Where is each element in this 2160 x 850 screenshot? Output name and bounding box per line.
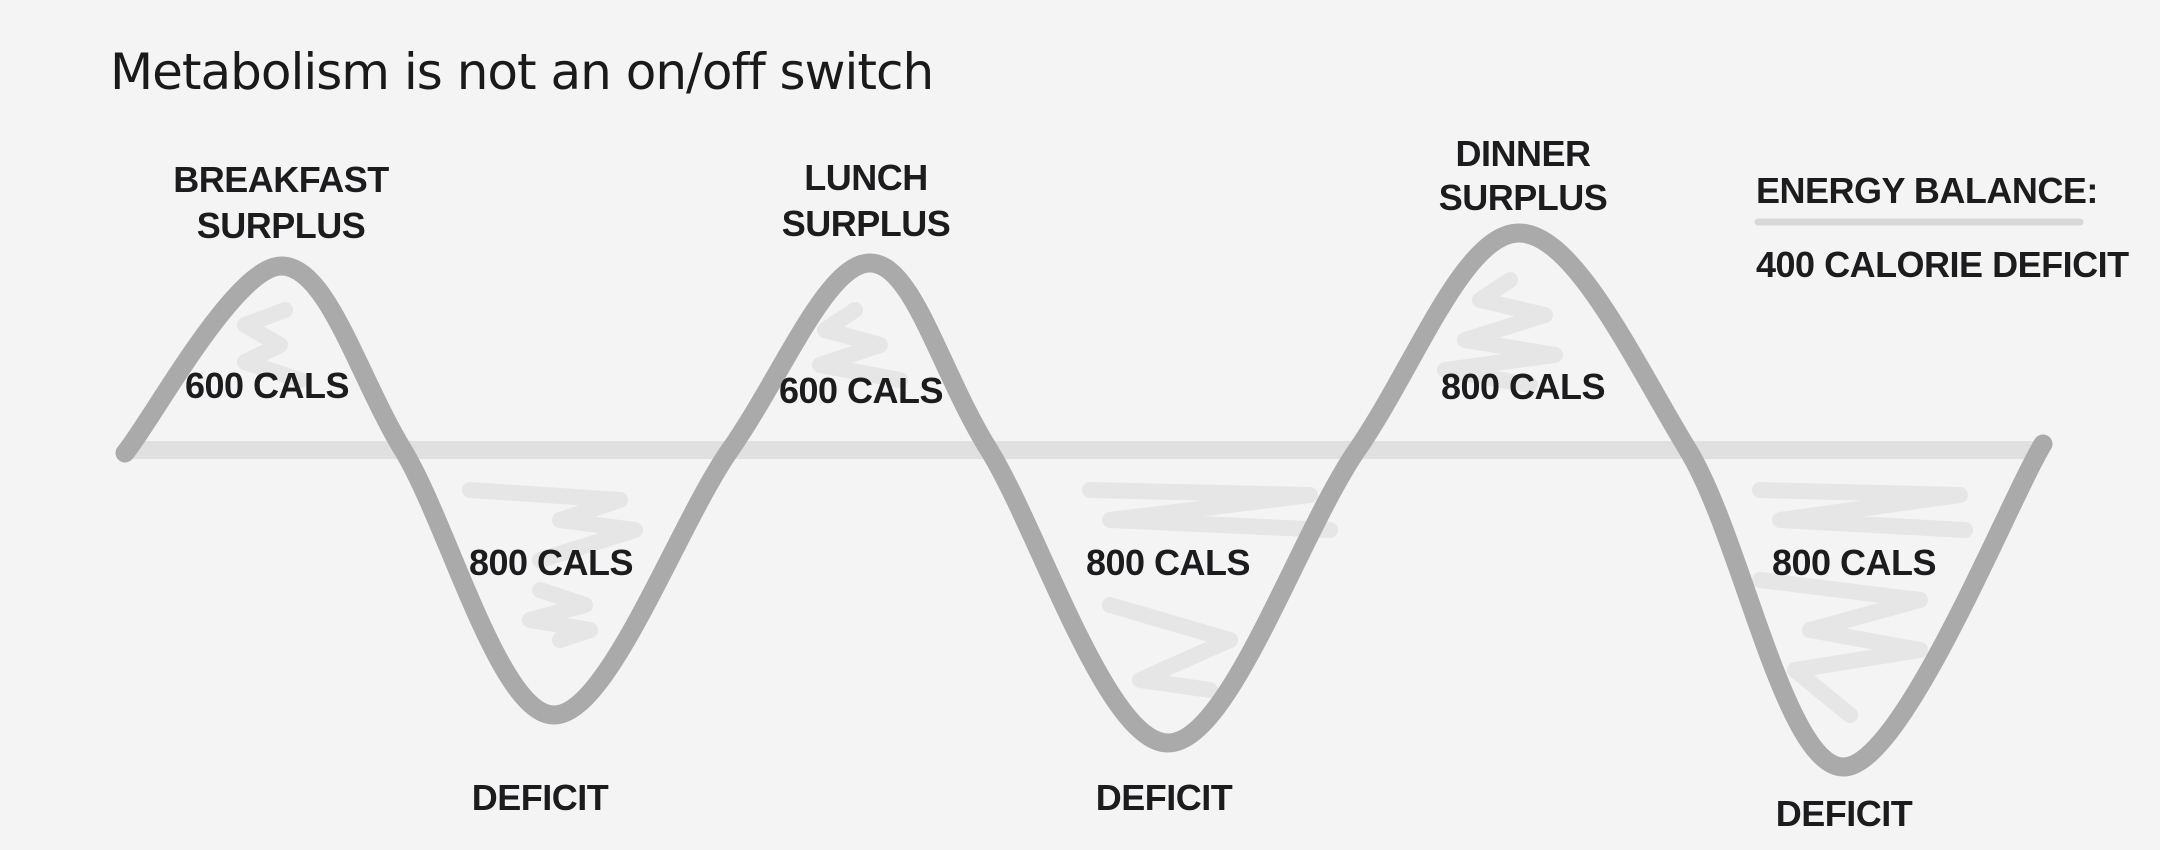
peak-label-surplus: SURPLUS bbox=[197, 205, 366, 246]
trough-amount: 800 CALS bbox=[469, 542, 633, 583]
diagram-title: Metabolism is not an on/off switch bbox=[110, 43, 933, 101]
energy-balance-heading: ENERGY BALANCE: bbox=[1756, 170, 2098, 211]
scribble-peak-2 bbox=[812, 302, 908, 388]
peak-amount: 600 CALS bbox=[185, 365, 349, 406]
metabolism-wave bbox=[115, 223, 2053, 777]
peak-label-lunch: LUNCH bbox=[804, 157, 927, 198]
peak-label-breakfast: BREAKFAST bbox=[173, 159, 389, 200]
scribble-peak-3 bbox=[1437, 272, 1563, 393]
peak-amount: 600 CALS bbox=[779, 370, 943, 411]
trough-amount: 800 CALS bbox=[1772, 542, 1936, 583]
trough-label-deficit: DEFICIT bbox=[1096, 777, 1233, 818]
peak-label-surplus: SURPLUS bbox=[1439, 177, 1608, 218]
scribble-trough-1 bbox=[462, 482, 643, 648]
peak-label-dinner: DINNER bbox=[1455, 133, 1591, 174]
trough-label-deficit: DEFICIT bbox=[1776, 793, 1913, 834]
scribble-trough-2 bbox=[1082, 482, 1338, 698]
peak-amount: 800 CALS bbox=[1441, 366, 1605, 407]
scribble-trough-3 bbox=[1752, 482, 1973, 723]
trough-amount: 800 CALS bbox=[1086, 542, 1250, 583]
scribble-shading bbox=[237, 272, 1973, 723]
peak-label-surplus: SURPLUS bbox=[782, 203, 951, 244]
energy-balance-result: 400 CALORIE DEFICIT bbox=[1756, 244, 2129, 285]
scribble-peak-1 bbox=[237, 302, 308, 388]
trough-label-deficit: DEFICIT bbox=[472, 777, 609, 818]
